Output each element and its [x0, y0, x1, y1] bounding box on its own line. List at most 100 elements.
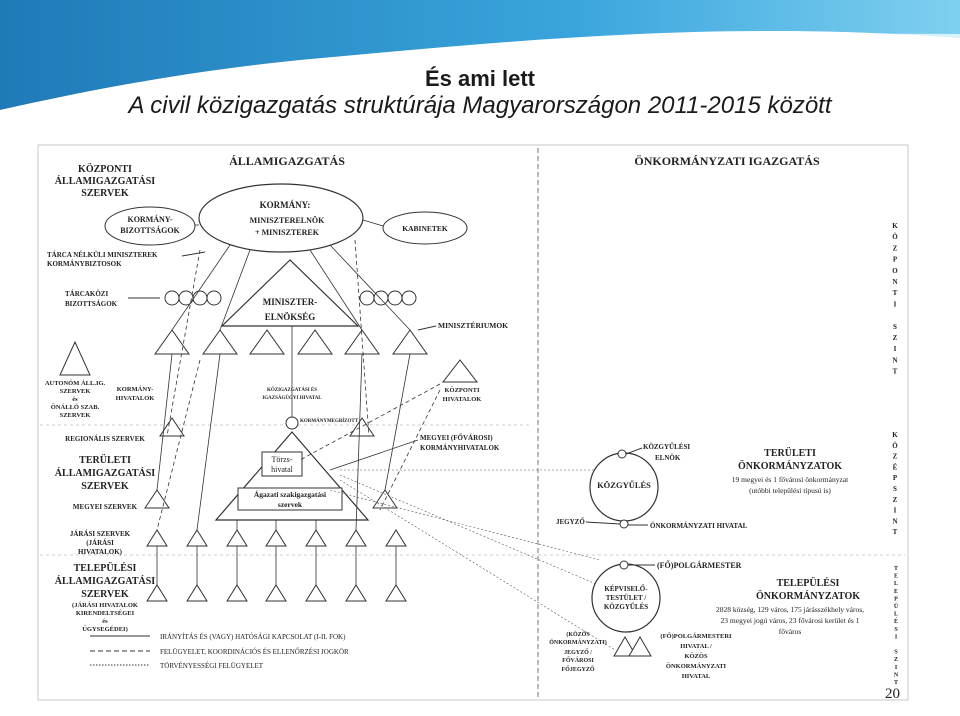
- svg-text:ÖNKORMÁNYZATI: ÖNKORMÁNYZATI: [666, 662, 727, 670]
- government-label: KORMÁNY: MINISZTERELNÖK + MINISZTEREK: [250, 200, 325, 237]
- svg-text:szervek: szervek: [278, 500, 303, 509]
- svg-text:TELEPÜLÉSI: TELEPÜLÉSI: [74, 561, 137, 574]
- svg-text:HIVATALOK: HIVATALOK: [443, 396, 482, 403]
- svg-text:KORMÁNYBIZTOSOK: KORMÁNYBIZTOSOK: [47, 260, 122, 268]
- svg-text:SZERVEK: SZERVEK: [60, 412, 91, 419]
- svg-text:TELEPÜLÉSI: TELEPÜLÉSI: [777, 576, 840, 589]
- gov-commissioner-label: KORMÁNYMEGBÍZOTT: [300, 418, 359, 424]
- svg-text:MEGYEI (FŐVÁROSI): MEGYEI (FŐVÁROSI): [420, 434, 493, 442]
- svg-text:ELNÖK: ELNÖK: [655, 454, 681, 462]
- central-offices-label: KÖZPONTI HIVATALOK: [443, 387, 482, 403]
- svg-text:(JÁRÁSI: (JÁRÁSI: [86, 539, 114, 547]
- left-local-sub-label: (JÁRÁSI HIVATALOK KIRENDELTSÉGEI és ÜGYS…: [72, 601, 138, 633]
- pm-office-label: MINISZTER- ELNÖKSÉG: [263, 297, 318, 322]
- svg-text:TÁRCAKÖZI: TÁRCAKÖZI: [65, 290, 108, 298]
- core-office-label: Törzs- hivatal: [271, 455, 294, 474]
- interministerial-label: TÁRCAKÖZI BIZOTTSÁGOK: [65, 290, 118, 308]
- page-number: 20: [885, 686, 900, 702]
- svg-text:és: és: [102, 618, 108, 625]
- svg-text:KÖZPONTI: KÖZPONTI: [78, 162, 132, 175]
- svg-text:ÁLLAMIGAZGATÁSI: ÁLLAMIGAZGATÁSI: [55, 175, 155, 187]
- svg-text:HIVATALOK): HIVATALOK): [78, 548, 123, 556]
- svg-text:hivatal: hivatal: [271, 465, 294, 474]
- gov-commissioner-circle: [285, 416, 299, 430]
- svg-text:+ MINISZTEREK: + MINISZTEREK: [255, 228, 320, 237]
- svg-text:MINISZTER-: MINISZTER-: [263, 297, 318, 307]
- svg-text:ÖNKORMÁNYZATOK: ÖNKORMÁNYZATOK: [738, 459, 842, 472]
- svg-text:23 megyei jogú város, 23 fővár: 23 megyei jogú város, 23 fővárosi kerüle…: [721, 616, 860, 625]
- svg-text:KÖZÖS: KÖZÖS: [684, 653, 708, 660]
- ministers-wo-portfolio-label: TÁRCA NÉLKÜLI MINISZTEREK KORMÁNYBIZTOSO…: [47, 251, 158, 268]
- mayor-dot: [619, 560, 629, 570]
- council-label: KÉPVISELŐ- TESTÜLET / KÖZGYŰLÉS: [604, 585, 648, 611]
- svg-text:(FŐ)POLGÁRMESTERI: (FŐ)POLGÁRMESTERI: [660, 632, 732, 640]
- government-ellipse: [198, 183, 364, 253]
- svg-text:ÜGYSEGÉDEI): ÜGYSEGÉDEI): [82, 625, 128, 633]
- county-gov-offices-label: MEGYEI (FŐVÁROSI) KORMÁNYHIVATALOK: [420, 434, 500, 452]
- svg-text:(JÁRÁSI HIVATALOK: (JÁRÁSI HIVATALOK: [72, 601, 138, 609]
- svg-text:JÁRÁSI SZERVEK: JÁRÁSI SZERVEK: [70, 530, 131, 538]
- diagram-frame: [37, 144, 909, 701]
- svg-text:KÖZGYŰLÉS: KÖZGYŰLÉS: [604, 603, 648, 611]
- svg-text:ELNÖKSÉG: ELNÖKSÉG: [265, 312, 316, 322]
- svg-text:AUTONÓM ÁLL.IG.: AUTONÓM ÁLL.IG.: [45, 379, 106, 387]
- joint-office-triangle: [613, 636, 637, 657]
- legend-item-legality: TÖRVÉNYESSÉGI FELÜGYELET: [160, 662, 264, 670]
- assembly-chair-label: KÖZGYŰLÉSI ELNÖK: [643, 443, 690, 462]
- svg-text:TERÜLETI: TERÜLETI: [764, 446, 816, 459]
- svg-text:Ágazati szakigazgatási: Ágazati szakigazgatási: [254, 489, 326, 499]
- interministerial-circles: [164, 290, 417, 306]
- svg-text:KÖZPONTI: KÖZPONTI: [444, 387, 480, 394]
- supervision-lines: [156, 239, 441, 531]
- svg-text:főváros: főváros: [779, 627, 802, 636]
- svg-text:Törzs-: Törzs-: [272, 455, 293, 464]
- svg-text:SZERVEK: SZERVEK: [81, 188, 129, 199]
- mayor-label: (FŐ)POLGÁRMESTER: [657, 560, 742, 570]
- svg-text:(utóbbi települési típusú is): (utóbbi települési típusú is): [749, 486, 831, 495]
- svg-text:FŐJEGYZŐ: FŐJEGYZŐ: [561, 665, 594, 673]
- ministries-label: MINISZTÉRIUMOK: [438, 320, 508, 330]
- gov-offices-label: KORMÁNY- HIVATALOK: [116, 385, 155, 402]
- svg-text:19 megyei és 1 fővárosi önkorm: 19 megyei és 1 fővárosi önkormányzat: [732, 475, 849, 484]
- legality-lines: [329, 469, 616, 651]
- legend-item-supervision: FELÜGYELET, KOORDINÁCIÓS ÉS ELLENŐRZÉSI …: [160, 648, 349, 656]
- left-district-label: JÁRÁSI SZERVEK (JÁRÁSI HIVATALOK): [70, 530, 131, 556]
- territorial-gov-note: 19 megyei és 1 fővárosi önkormányzat (ut…: [732, 475, 849, 495]
- svg-text:TERÜLETI: TERÜLETI: [79, 453, 131, 466]
- svg-text:SZERVEK: SZERVEK: [60, 388, 91, 395]
- slide-title: És ami lett: [424, 66, 536, 91]
- territorial-gov-label: TERÜLETI ÖNKORMÁNYZATOK: [738, 446, 842, 472]
- svg-text:BIZOTTSÁGOK: BIZOTTSÁGOK: [120, 225, 180, 235]
- svg-text:TÁRCA NÉLKÜLI MINISZTEREK: TÁRCA NÉLKÜLI MINISZTEREK: [47, 251, 158, 259]
- county-triangles: [144, 489, 398, 509]
- svg-text:MINISZTERELNÖK: MINISZTERELNÖK: [250, 216, 325, 225]
- svg-text:HIVATAL: HIVATAL: [682, 673, 711, 680]
- svg-text:KÉPVISELŐ-: KÉPVISELŐ-: [604, 585, 648, 593]
- svg-text:KIRENDELTSÉGEI: KIRENDELTSÉGEI: [76, 609, 135, 617]
- legend: IRÁNYÍTÁS ÉS (VAGY) HATÓSÁGI KAPCSOLAT (…: [90, 633, 349, 670]
- left-regional-header: REGIONÁLIS SZERVEK: [65, 435, 145, 443]
- left-central-label: KÖZPONTI ÁLLAMIGAZGATÁSI SZERVEK: [55, 162, 155, 199]
- svg-text:KORMÁNYHIVATALOK: KORMÁNYHIVATALOK: [420, 444, 500, 452]
- pm-office-triangle: [220, 259, 360, 327]
- assembly-label: KÖZGYŰLÉS: [597, 480, 651, 490]
- ministry-triangles: [154, 329, 428, 355]
- svg-text:KÖZGYŰLÉSI: KÖZGYŰLÉSI: [643, 443, 690, 451]
- slide-header-banner: [0, 0, 960, 110]
- svg-text:TESTÜLET /: TESTÜLET /: [606, 594, 648, 602]
- svg-text:ÁLLAMIGAZGATÁSI: ÁLLAMIGAZGATÁSI: [55, 575, 155, 587]
- central-offices-triangle: [441, 359, 479, 383]
- gov-committees-ellipse: [104, 206, 196, 246]
- left-county-label: MEGYEI SZERVEK: [73, 503, 138, 511]
- autonomous-label: AUTONÓM ÁLL.IG. SZERVEK és ÖNÁLLÓ SZAB. …: [45, 379, 106, 419]
- svg-text:KORMÁNY-: KORMÁNY-: [117, 385, 154, 393]
- notary-county-label: JEGYZŐ: [556, 518, 585, 526]
- svg-text:FŐVÁROSI: FŐVÁROSI: [562, 656, 594, 664]
- svg-text:és: és: [72, 396, 78, 403]
- local-gov-label: TELEPÜLÉSI ÖNKORMÁNYZATOK: [756, 576, 860, 602]
- sector-bodies-label: Ágazati szakigazgatási szervek: [254, 489, 326, 509]
